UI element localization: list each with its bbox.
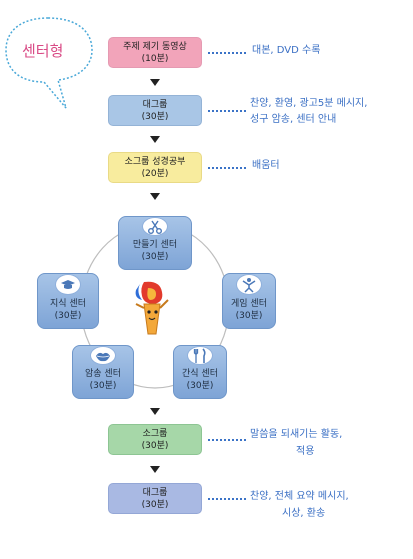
step-large-group: 대그룹 (30분) (108, 95, 202, 126)
step-small-group: 소그룹 (30분) (108, 424, 202, 455)
dotted-connector (208, 52, 246, 54)
center-time: (30분) (186, 381, 214, 391)
step-bible-study: 소그룹 성경공부 (20분) (108, 152, 202, 183)
speech-bubble (5, 17, 93, 109)
step-title: 주제 제기 동영상 (123, 41, 187, 52)
center-making: 만들기 센터 (30분) (118, 216, 192, 270)
step-intro-video: 주제 제기 동영상 (10분) (108, 37, 202, 68)
step-note: 배움터 (252, 160, 280, 171)
center-title: 지식 센터 (50, 299, 86, 309)
step-title: 소그룹 (142, 428, 168, 439)
center-knowledge: 지식 센터 (30분) (37, 273, 99, 329)
dotted-connector (208, 110, 246, 112)
center-memorization: 암송 센터 (30분) (72, 345, 134, 399)
torch-mascot-icon (135, 281, 169, 335)
down-arrow (150, 136, 160, 143)
center-game: 게임 센터 (30분) (222, 273, 276, 329)
center-time: (30분) (54, 311, 82, 321)
scissors-icon (142, 217, 168, 236)
bubble-label: 센터형 (22, 42, 64, 60)
lips-icon (90, 346, 116, 365)
center-time: (30분) (141, 252, 169, 262)
center-title: 간식 센터 (182, 369, 218, 379)
jumping-person-icon (236, 274, 262, 295)
step-note-line1: 말씀을 되새기는 활동, (250, 429, 343, 440)
step-title: 대그룹 (142, 99, 168, 110)
down-arrow (150, 79, 160, 86)
step-title: 대그룹 (142, 487, 168, 498)
step-note-line2: 적용 (296, 446, 315, 457)
graduation-cap-icon (55, 274, 81, 295)
center-time: (30분) (89, 381, 117, 391)
center-snack: 간식 센터 (30분) (173, 345, 227, 399)
step-note-line1: 찬양, 환영, 광고5분 메시지, (250, 98, 368, 109)
step-note-line1: 찬양, 전체 요약 메시지, (250, 491, 349, 502)
down-arrow (150, 408, 160, 415)
dotted-connector (208, 167, 246, 169)
step-note-line2: 성구 암송, 센터 안내 (250, 114, 337, 125)
step-time: (30분) (141, 111, 169, 122)
down-arrow (150, 193, 160, 200)
down-arrow (150, 466, 160, 473)
dotted-connector (208, 439, 246, 441)
center-time: (30분) (235, 311, 263, 321)
center-title: 암송 센터 (85, 369, 121, 379)
dotted-connector (208, 498, 246, 500)
step-time: (10분) (141, 53, 169, 64)
step-title: 소그룹 성경공부 (124, 156, 186, 167)
step-note-line2: 시상, 환송 (282, 508, 326, 519)
step-closing-large-group: 대그룹 (30분) (108, 483, 202, 514)
step-time: (30분) (141, 440, 169, 451)
center-title: 게임 센터 (231, 299, 267, 309)
center-title: 만들기 센터 (132, 240, 178, 250)
step-time: (20분) (141, 168, 169, 179)
step-note: 대본, DVD 수록 (252, 45, 321, 56)
step-time: (30분) (141, 499, 169, 510)
fork-knife-icon (187, 346, 213, 365)
